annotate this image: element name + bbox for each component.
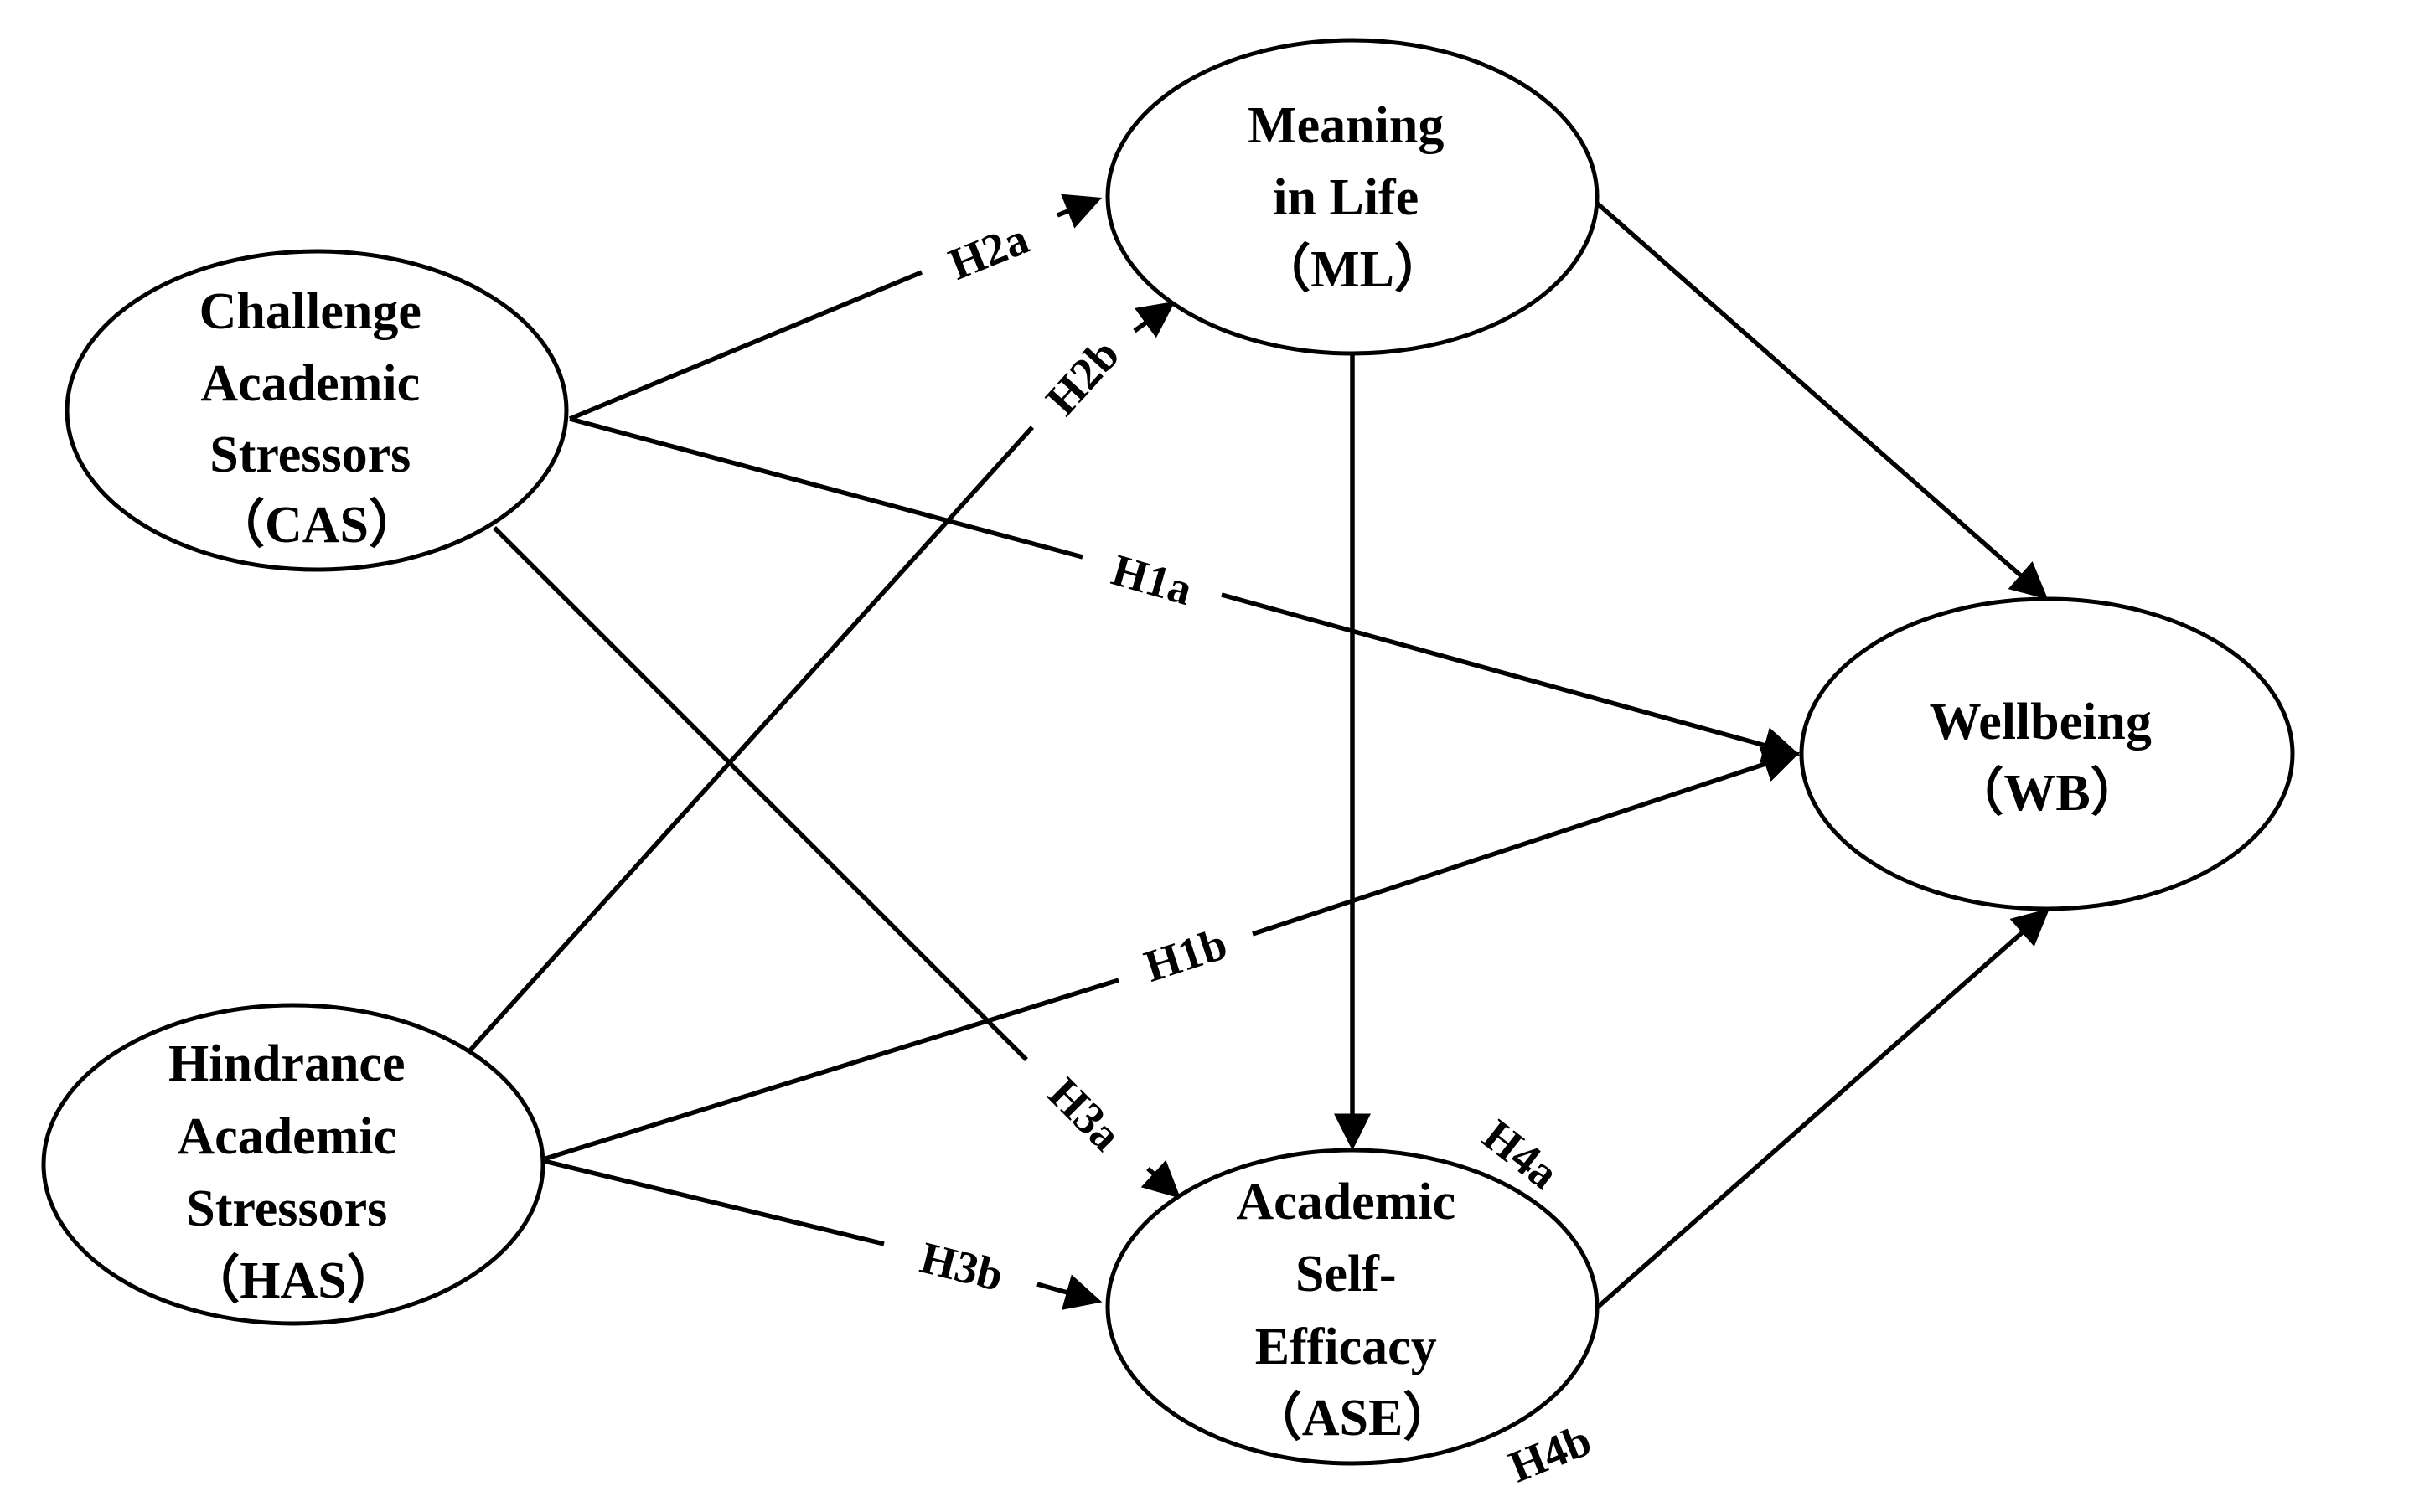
edge-label-h3b: H3b — [916, 1232, 1009, 1301]
node-ml-line-3: （ML） — [1259, 240, 1446, 298]
node-ase-line-2: Self- — [1295, 1246, 1397, 1303]
node-has-line-2: Academic — [177, 1108, 396, 1165]
node-has-line-3: Stressors — [186, 1180, 387, 1237]
edge-h1b — [540, 978, 1119, 1163]
node-ml-line-1: Meaning — [1248, 97, 1444, 154]
edge-h3b — [540, 1158, 885, 1246]
edge-label-h2a: H2a — [942, 213, 1036, 290]
edge-h2a-arrow — [1056, 194, 1103, 229]
edge-ase-wb — [1595, 908, 2050, 1311]
node-ml: Meaning in Life （ML） — [1105, 38, 1600, 356]
node-has-line-4: （HAS） — [188, 1251, 398, 1309]
edge-h3b-arrow — [1036, 1274, 1103, 1310]
svg-text:Academic Self-: Academic Self- Efficacy （ASE） — [1236, 1174, 1468, 1447]
svg-text:Meaning in Life: Meaning in Life （ML） — [1248, 97, 1457, 298]
edge-ml-wb — [1593, 199, 2049, 600]
edge-labels-layer: H2a H2b H1a H1b H3a H3b H4a H4b — [916, 213, 1598, 1492]
node-cas-line-2: Academic — [200, 355, 420, 412]
edge-h1a-arrow — [1221, 592, 1801, 763]
edge-label-h3a: H3a — [1039, 1068, 1131, 1160]
node-cas-line-3: Stressors — [209, 426, 411, 483]
node-ase-line-3: Efficacy — [1255, 1318, 1437, 1375]
edge-label-h2b: H2b — [1036, 329, 1129, 425]
edge-h2b — [467, 426, 1035, 1053]
node-cas-line-4: （CAS） — [213, 495, 421, 554]
node-wb: Wellbeing （WB） — [1799, 596, 2295, 911]
node-wb-line-1: Wellbeing — [1930, 694, 2152, 751]
edge-h1a — [569, 416, 1083, 560]
svg-text:Wellbeing （WB）: Wellbeing （WB） — [1930, 694, 2165, 822]
node-ase: Academic Self- Efficacy （ASE） — [1105, 1148, 1600, 1466]
node-cas-line-1: Challenge — [199, 283, 421, 340]
svg-text:Challenge Academic: Challenge Academic Stressors （CAS） — [199, 283, 435, 554]
edge-label-h1a: H1a — [1107, 544, 1198, 615]
edge-h3a-arrow — [1140, 1159, 1181, 1199]
node-ml-line-2: in Life — [1273, 169, 1419, 226]
edge-h3a — [493, 526, 1028, 1061]
node-ase-line-4: （ASE） — [1250, 1388, 1455, 1447]
edge-h1b-arrow — [1252, 746, 1801, 937]
node-has: Hindrance Academic Stressors （HAS） — [41, 1003, 545, 1326]
node-has-line-1: Hindrance — [168, 1035, 405, 1092]
edge-label-h4b: H4b — [1502, 1415, 1598, 1493]
edge-h2a — [568, 270, 923, 421]
svg-text:Hindrance Academic: Hindrance Academic Stressors （HAS） — [168, 1035, 418, 1309]
edges-layer — [467, 194, 2050, 1311]
edge-h2b-arrow — [1133, 301, 1176, 338]
edge-label-h1b: H1b — [1139, 918, 1233, 992]
node-cas: Challenge Academic Stressors （CAS） — [65, 249, 569, 572]
node-wb-line-2: （WB） — [1951, 763, 2142, 822]
node-ase-line-1: Academic — [1236, 1174, 1455, 1231]
nodes-layer: Challenge Academic Stressors （CAS） Hindr… — [41, 38, 2295, 1466]
